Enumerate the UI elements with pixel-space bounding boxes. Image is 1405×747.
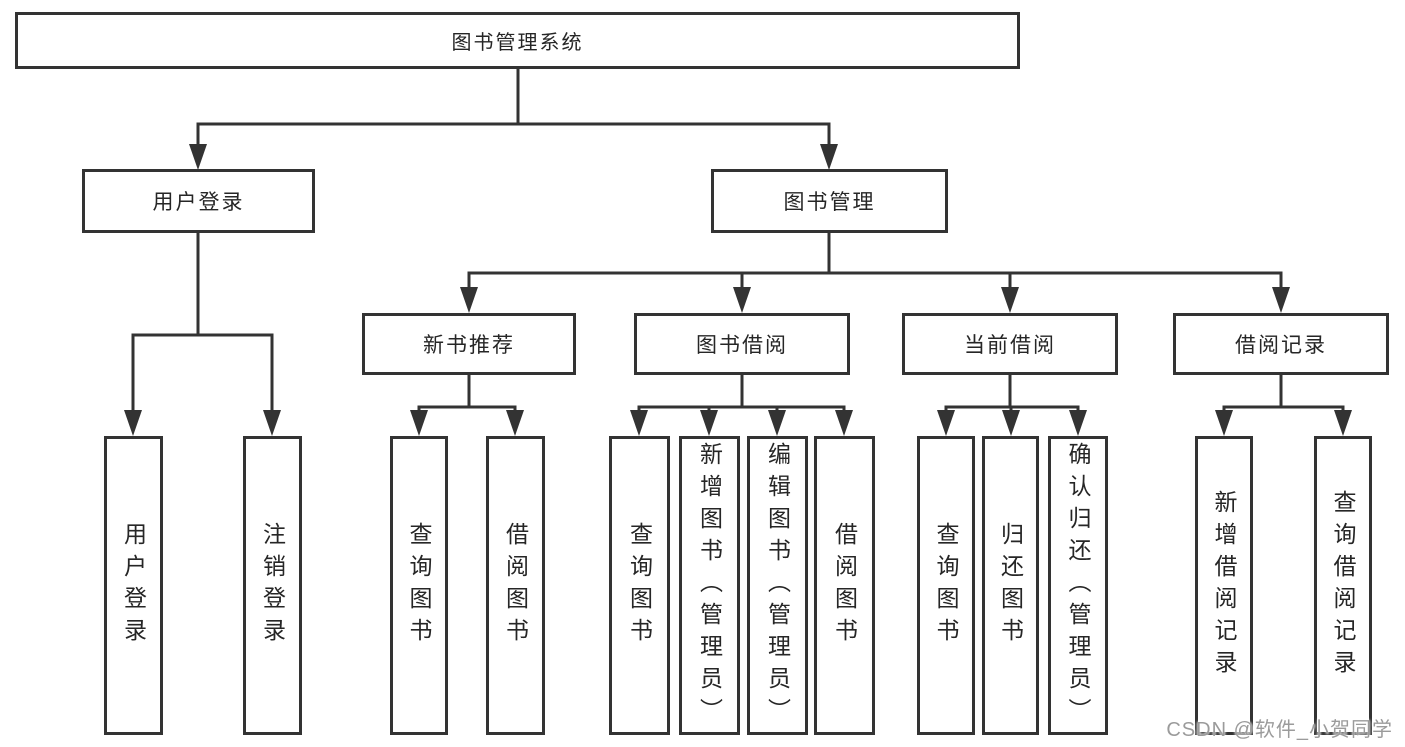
leaf-query-books-current: 查询图书 — [917, 436, 975, 735]
leaf-query-borrow-record: 查询借阅记录 — [1314, 436, 1372, 735]
node-book-borrow: 图书借阅 — [634, 313, 850, 375]
connector-new-book-recommend-to-leaves — [410, 373, 524, 436]
leaf-confirm-return-admin: 确认归还（管理员） — [1048, 436, 1108, 735]
connector-user-login-to-leaves — [124, 231, 281, 436]
connector-book-management-to-level3 — [460, 231, 1290, 313]
connector-book-borrow-to-leaves — [630, 373, 853, 436]
connector-root-to-level2 — [189, 67, 838, 170]
connector-current-borrow-to-leaves — [937, 373, 1087, 436]
connector-borrow-records-to-leaves — [1215, 373, 1352, 436]
node-library-management-system: 图书管理系统 — [15, 12, 1020, 69]
leaf-borrow-books-recommend: 借阅图书 — [486, 436, 545, 735]
leaf-query-books-recommend: 查询图书 — [390, 436, 448, 735]
node-current-borrow: 当前借阅 — [902, 313, 1118, 375]
leaf-logout: 注销登录 — [243, 436, 302, 735]
leaf-borrow-books: 借阅图书 — [814, 436, 875, 735]
node-book-management: 图书管理 — [711, 169, 948, 233]
leaf-user-login: 用户登录 — [104, 436, 163, 735]
node-new-book-recommend: 新书推荐 — [362, 313, 576, 375]
leaf-query-books-borrow: 查询图书 — [609, 436, 670, 735]
leaf-return-book: 归还图书 — [982, 436, 1039, 735]
leaf-add-borrow-record: 新增借阅记录 — [1195, 436, 1253, 735]
node-borrow-records: 借阅记录 — [1173, 313, 1389, 375]
node-user-login: 用户登录 — [82, 169, 315, 233]
leaf-add-book-admin: 新增图书（管理员） — [679, 436, 740, 735]
leaf-edit-book-admin: 编辑图书（管理员） — [747, 436, 808, 735]
watermark: CSDN @软件_小贺同学 — [1166, 719, 1393, 741]
